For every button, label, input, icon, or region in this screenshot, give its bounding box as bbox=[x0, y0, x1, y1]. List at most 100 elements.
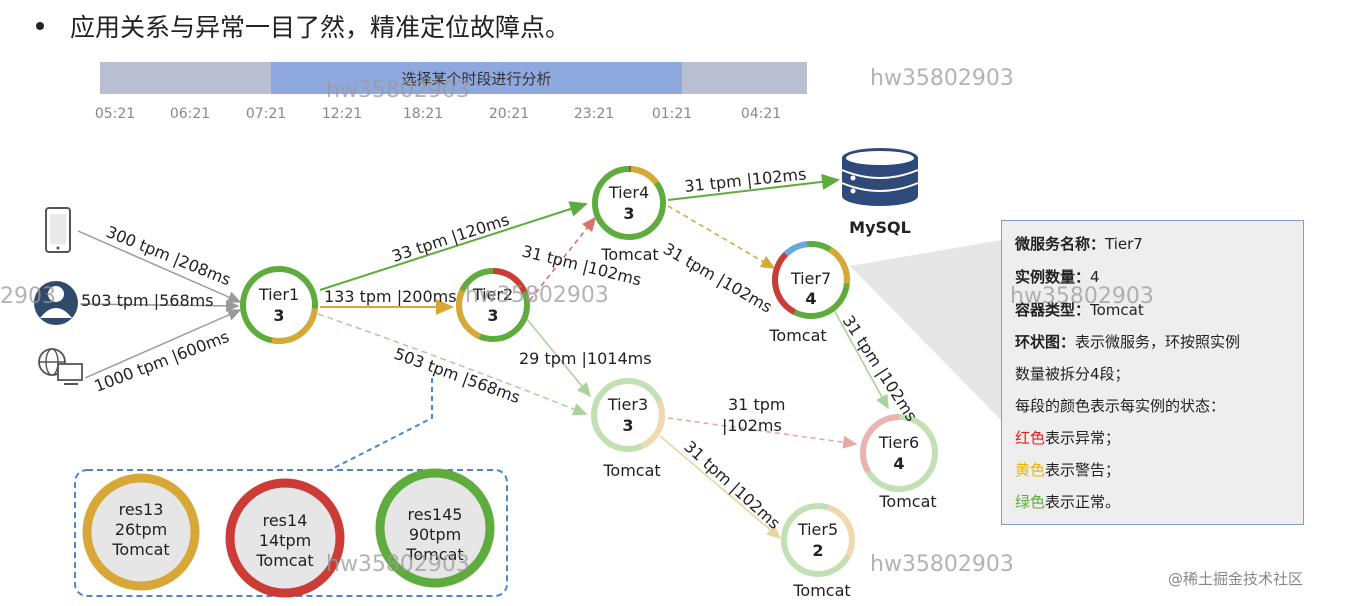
panel-red-word: 红色 bbox=[1015, 429, 1046, 447]
edge-tier4-tier7 bbox=[667, 205, 776, 269]
panel-red-desc: 表示异常； bbox=[1045, 429, 1121, 447]
timeline-tick: 01:21 bbox=[651, 106, 693, 122]
instance-res13[interactable]: res13 26tpm Tomcat bbox=[82, 473, 200, 591]
tier6-type: Tomcat bbox=[878, 492, 936, 511]
edge-label-tier4-tier7: 31 tpm |102ms bbox=[660, 239, 776, 317]
panel-ring-label: 环状图： bbox=[1015, 333, 1076, 351]
heading-text: 应用关系与异常一目了然，精准定位故障点。 bbox=[70, 13, 571, 42]
web-monitor-icon bbox=[38, 348, 83, 385]
timeline-tick: 04:21 bbox=[740, 106, 782, 122]
tier7-count: 4 bbox=[805, 289, 816, 308]
instance-res145[interactable]: res145 90tpm Tomcat bbox=[375, 468, 495, 588]
edge-label-mobile-tier1: 300 tpm |208ms bbox=[104, 222, 234, 289]
tier6-name: Tier6 bbox=[878, 433, 919, 452]
instance-res145-tpm: 90tpm bbox=[409, 525, 461, 544]
edge-tier7-tier6 bbox=[833, 309, 889, 410]
panel-line-green: 绿色表示正常。 bbox=[1015, 491, 1120, 512]
tier7-name: Tier7 bbox=[790, 269, 831, 288]
tier2-name: Tier2 bbox=[472, 285, 513, 304]
tier5-type: Tomcat bbox=[792, 581, 850, 600]
tier3-type: Tomcat bbox=[602, 461, 660, 480]
edge-label-tier3-tier6-line2: |102ms bbox=[722, 416, 782, 435]
timeline-tick: 18:21 bbox=[402, 106, 444, 122]
tier3-name: Tier3 bbox=[607, 395, 648, 414]
panel-line-count: 实例数量：4 bbox=[1015, 266, 1100, 287]
edge-tier3-tier5 bbox=[659, 435, 782, 540]
edge-tier4-mysql bbox=[667, 173, 840, 201]
instance-res14-name: res14 bbox=[263, 511, 308, 530]
panel-ring-desc-2: 数量被拆分4段； bbox=[1015, 365, 1130, 383]
tier4-node[interactable]: Tier4 3 bbox=[592, 166, 666, 240]
tier7-node[interactable]: Tier7 4 bbox=[772, 241, 850, 319]
instance-res14-type: Tomcat bbox=[255, 551, 313, 570]
tier4-type: Tomcat bbox=[600, 245, 658, 264]
timeline-tick: 12:21 bbox=[321, 106, 363, 122]
edge-tier1-tier3 bbox=[317, 313, 588, 416]
panel-yellow-desc: 表示警告； bbox=[1045, 461, 1121, 479]
panel-ring-desc-1: 表示微服务，环按照实例 bbox=[1075, 333, 1241, 351]
timeline-tick: 07:21 bbox=[245, 106, 287, 122]
panel-green-word: 绿色 bbox=[1015, 493, 1046, 511]
edge-tier2-tier3 bbox=[525, 317, 592, 398]
tier3-node[interactable]: Tier3 3 bbox=[591, 378, 665, 452]
page-heading: 应用关系与异常一目了然，精准定位故障点。 bbox=[36, 8, 570, 44]
instance-res14[interactable]: res14 14tpm Tomcat bbox=[225, 478, 345, 598]
edge-label-tier2-tier3: 29 tpm |1014ms bbox=[519, 349, 652, 368]
tier7-type: Tomcat bbox=[768, 326, 826, 345]
edge-label-tier3-tier5: 31 tpm |102ms bbox=[680, 437, 784, 533]
tier3-count: 3 bbox=[622, 416, 633, 435]
edge-label-tier3-tier6-line1: 31 tpm bbox=[728, 395, 785, 414]
timeline-tick: 23:21 bbox=[573, 106, 615, 122]
edge-label-tier1-tier4: 33 tpm |120ms bbox=[389, 210, 511, 266]
tier6-count: 4 bbox=[893, 454, 904, 473]
edge-mobile-tier1 bbox=[77, 230, 242, 303]
tier5-name: Tier5 bbox=[797, 520, 838, 539]
bullet-icon bbox=[36, 22, 44, 30]
timeline-selection-label: 选择某个时段进行分析 bbox=[401, 70, 552, 88]
panel-line-name: 微服务名称：Tier7 bbox=[1015, 233, 1143, 254]
mysql-database-icon bbox=[841, 148, 919, 206]
user-icon bbox=[34, 281, 78, 325]
panel-green-desc: 表示正常。 bbox=[1045, 493, 1121, 511]
edge-label-tier7-tier6: 31 tpm |102ms bbox=[839, 312, 922, 425]
panel-line-red: 红色表示异常； bbox=[1015, 427, 1120, 448]
tier1-count: 3 bbox=[273, 306, 284, 325]
instance-res13-tpm: 26tpm bbox=[115, 520, 167, 539]
instance-res14-tpm: 14tpm bbox=[259, 531, 311, 550]
timeline-bar[interactable]: 选择某个时段进行分析 bbox=[100, 62, 807, 94]
panel-line-yellow: 黄色表示警告； bbox=[1015, 459, 1120, 480]
panel-line-ring: 环状图：表示微服务，环按照实例 bbox=[1015, 331, 1240, 352]
source-credit: @稀土掘金技术社区 bbox=[1168, 570, 1304, 588]
panel-type-label: 容器类型： bbox=[1015, 301, 1091, 319]
timeline-selection[interactable]: 选择某个时段进行分析 bbox=[271, 62, 682, 94]
mysql-label: MySQL bbox=[849, 218, 911, 237]
tier4-count: 3 bbox=[623, 204, 634, 223]
panel-line-type: 容器类型：Tomcat bbox=[1015, 299, 1144, 320]
panel-count-label: 实例数量： bbox=[1015, 268, 1091, 286]
edge-label-tier1-tier3: 503 tpm |568ms bbox=[392, 344, 523, 407]
panel-count-value: 4 bbox=[1090, 268, 1100, 286]
panel-name-label: 微服务名称： bbox=[1015, 235, 1106, 253]
tier4-name: Tier4 bbox=[608, 183, 649, 202]
edge-tier3-tier6 bbox=[667, 417, 858, 449]
panel-color-desc: 每段的颜色表示每实例的状态： bbox=[1015, 397, 1226, 415]
edge-label-user-tier1: 503 tpm |568ms bbox=[81, 291, 214, 310]
timeline-tick: 06:21 bbox=[169, 106, 211, 122]
instance-res13-name: res13 bbox=[119, 500, 164, 519]
timeline-tick: 05:21 bbox=[94, 106, 136, 122]
instance-res13-type: Tomcat bbox=[111, 540, 169, 559]
tier6-node[interactable]: Tier6 4 bbox=[860, 414, 938, 492]
tier7-detail-panel: 微服务名称：Tier7 实例数量：4 容器类型：Tomcat 环状图：表示微服务… bbox=[1001, 220, 1304, 525]
callout-pointer bbox=[850, 240, 1001, 420]
panel-name-value: Tier7 bbox=[1105, 235, 1143, 253]
edge-user-tier1 bbox=[79, 299, 240, 312]
tier1-node[interactable]: Tier1 3 bbox=[240, 266, 318, 344]
panel-type-value: Tomcat bbox=[1090, 301, 1144, 319]
tier2-node[interactable]: Tier2 3 bbox=[456, 268, 530, 342]
edge-label-tier1-tier2: 133 tpm |200ms bbox=[324, 287, 457, 306]
tier5-node[interactable]: Tier5 2 bbox=[781, 503, 855, 577]
instance-res145-name: res145 bbox=[408, 505, 463, 524]
edge-label-web-tier1: 1000 tpm |600ms bbox=[92, 327, 232, 396]
instance-res145-type: Tomcat bbox=[405, 545, 463, 564]
